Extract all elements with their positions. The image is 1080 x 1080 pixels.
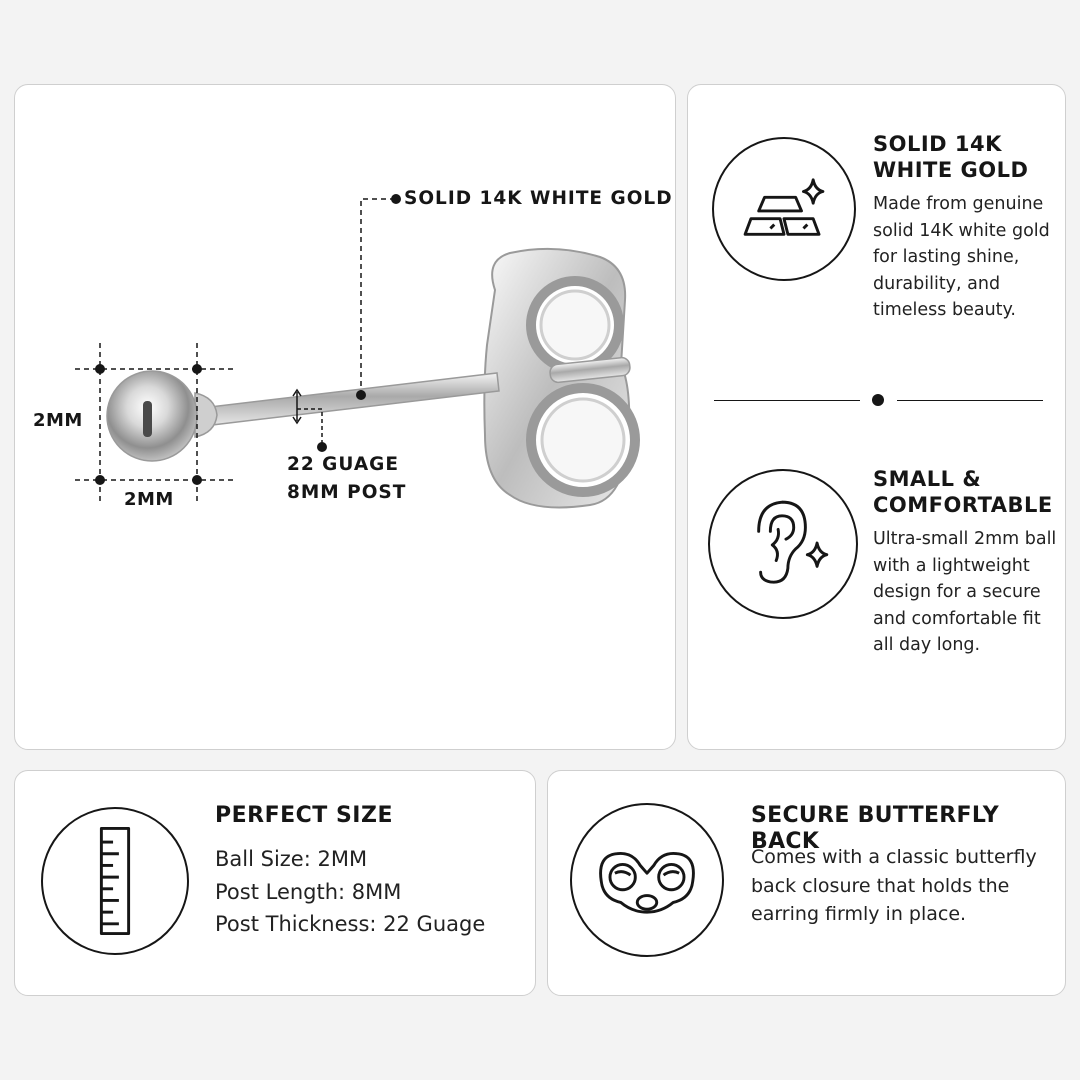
butterfly-back-description: Comes with a classic butterfly back clos… [751,846,1037,925]
material-leader-line [360,198,395,395]
ruler-icon [41,807,189,955]
ball-width-label: 2MM [124,489,174,510]
feature-description: Made from genuine solid 14K white gold f… [873,194,1050,320]
earring-post [194,372,500,438]
material-callout: SOLID 14K WHITE GOLD [404,188,673,209]
gold-bars-icon [712,137,856,281]
butterfly-back-card: SECURE BUTTERFLY BACK Comes with a class… [547,770,1066,996]
butterfly-back [483,247,640,509]
ball-height-label: 2MM [33,410,83,431]
features-panel: SOLID 14K WHITE GOLD Made from genuine s… [687,84,1066,750]
size-specs: Ball Size: 2MM Post Length: 8MM Post Thi… [215,843,485,941]
butterfly-back-icon [570,803,724,957]
gauge-indicator [292,388,323,443]
butterfly-back-title: SECURE BUTTERFLY BACK [751,803,999,854]
spec-post-thickness: Post Thickness: 22 Guage [215,912,486,936]
divider [714,400,860,401]
spec-ball-size: Ball Size: 2MM [215,847,368,871]
product-diagram-panel: SOLID 14K WHITE GOLD 2MM 2MM 22 GUAGE 8M… [14,84,676,750]
post-length-label: 8MM POST [287,482,407,503]
perfect-size-card: PERFECT SIZE Ball Size: 2MM Post Length:… [14,770,536,996]
divider-dot [872,394,884,406]
earring-illustration [75,194,640,509]
feature-description: Ultra-small 2mm ball with a lightweight … [873,529,1057,655]
post-gauge-label: 22 GUAGE [287,454,399,475]
feature-title: SMALL & COMFORTABLE [873,467,1053,517]
perfect-size-title: PERFECT SIZE [215,803,393,828]
divider [897,400,1043,401]
feature-title: SOLID 14K WHITE GOLD [873,132,1029,182]
ear-icon [708,469,858,619]
spec-post-length: Post Length: 8MM [215,879,402,904]
